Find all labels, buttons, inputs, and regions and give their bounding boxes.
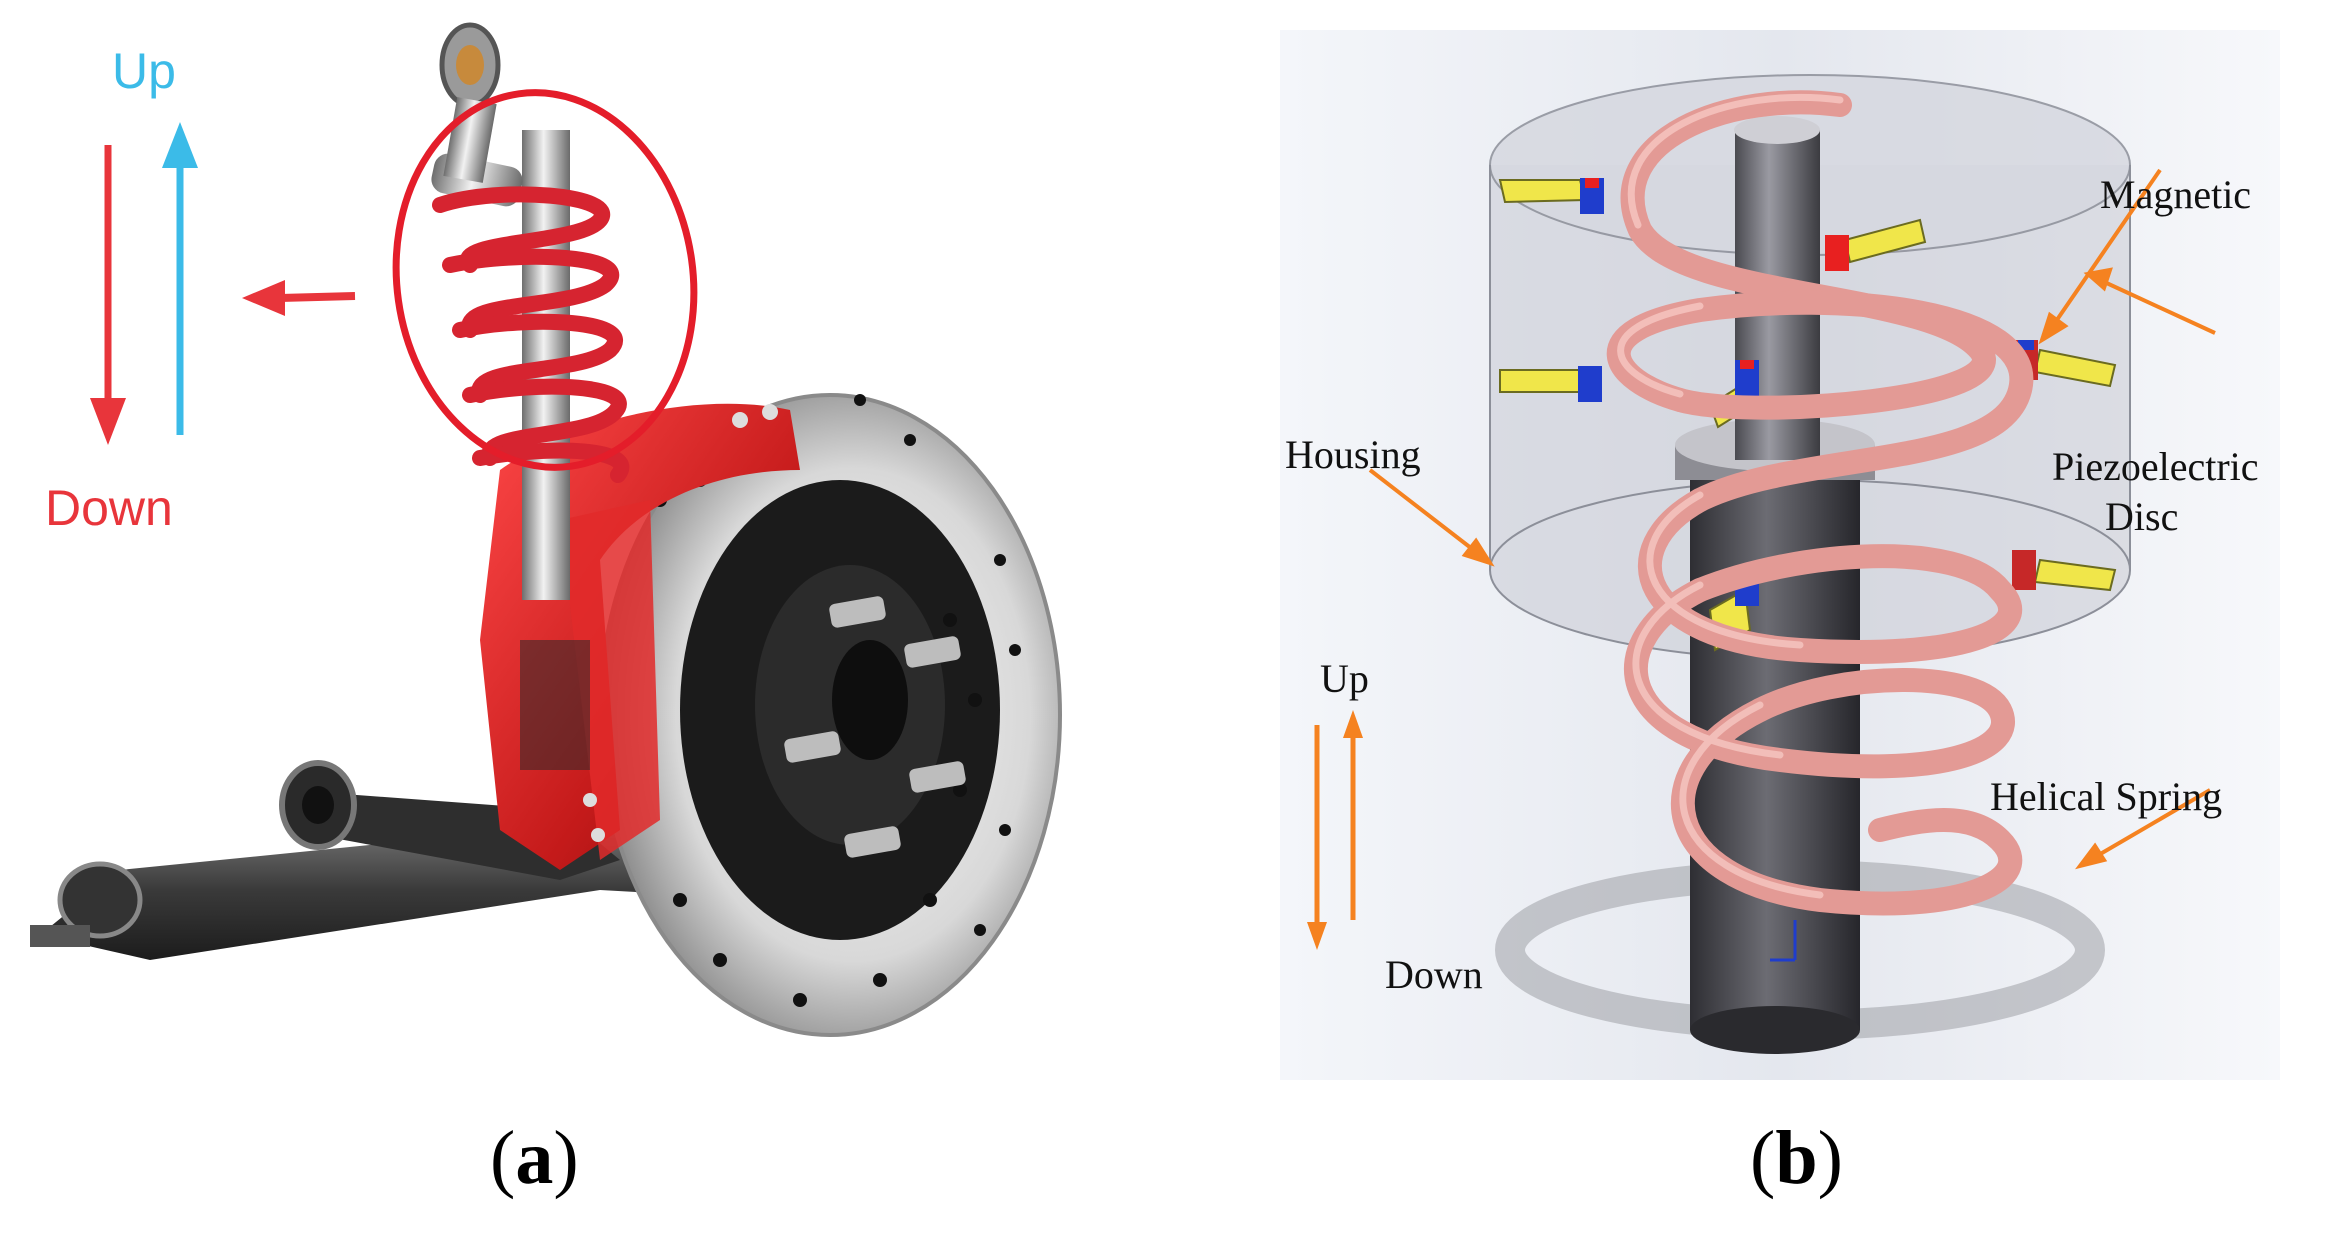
annotation-arrows — [1368, 168, 2216, 870]
helical-spring-label: Helical Spring — [1990, 774, 2222, 819]
left-arrow-head — [242, 280, 285, 316]
left-arrow-shaft — [279, 292, 356, 302]
panel-b-harvester-model: Magnetic Piezoelectric Disc Housing Heli… — [1280, 30, 2280, 1080]
caption-b: (b) — [1750, 1115, 1843, 1202]
panel-b-direction-arrows — [1307, 710, 1363, 950]
caption-b-open: ( — [1750, 1116, 1776, 1200]
down-label: Down — [45, 480, 173, 536]
down-arrow-head — [90, 398, 126, 445]
control-arm — [30, 760, 800, 960]
suspension-drawing: Up Down — [30, 22, 1062, 1037]
harvester-drawing: Magnetic Piezoelectric Disc Housing Heli… — [1280, 30, 2280, 1080]
piezoelectric-label: Piezoelectric — [2052, 444, 2259, 489]
up-arrow-head — [162, 122, 198, 168]
brake-disc — [598, 393, 1062, 1037]
caption-a: (a) — [490, 1115, 579, 1202]
caption-a-open: ( — [490, 1116, 516, 1200]
caption-b-letter: b — [1775, 1116, 1818, 1200]
up-label-b: Up — [1320, 656, 1369, 701]
direction-arrows — [90, 122, 356, 445]
caption-a-close: ) — [553, 1116, 579, 1200]
magnetic-label: Magnetic — [2100, 172, 2251, 217]
caption-b-close: ) — [1817, 1116, 1843, 1200]
disc-label: Disc — [2105, 494, 2178, 539]
caption-a-letter: a — [515, 1116, 554, 1200]
up-label: Up — [112, 43, 176, 99]
down-label-b: Down — [1385, 952, 1483, 997]
helical-spring-highlight — [1617, 93, 1844, 899]
spring-highlight-ellipse — [392, 89, 698, 471]
coordinate-triad — [1770, 920, 1797, 962]
panel-a-suspension-illustration: Up Down — [0, 0, 1180, 1100]
housing-label: Housing — [1285, 432, 1421, 477]
